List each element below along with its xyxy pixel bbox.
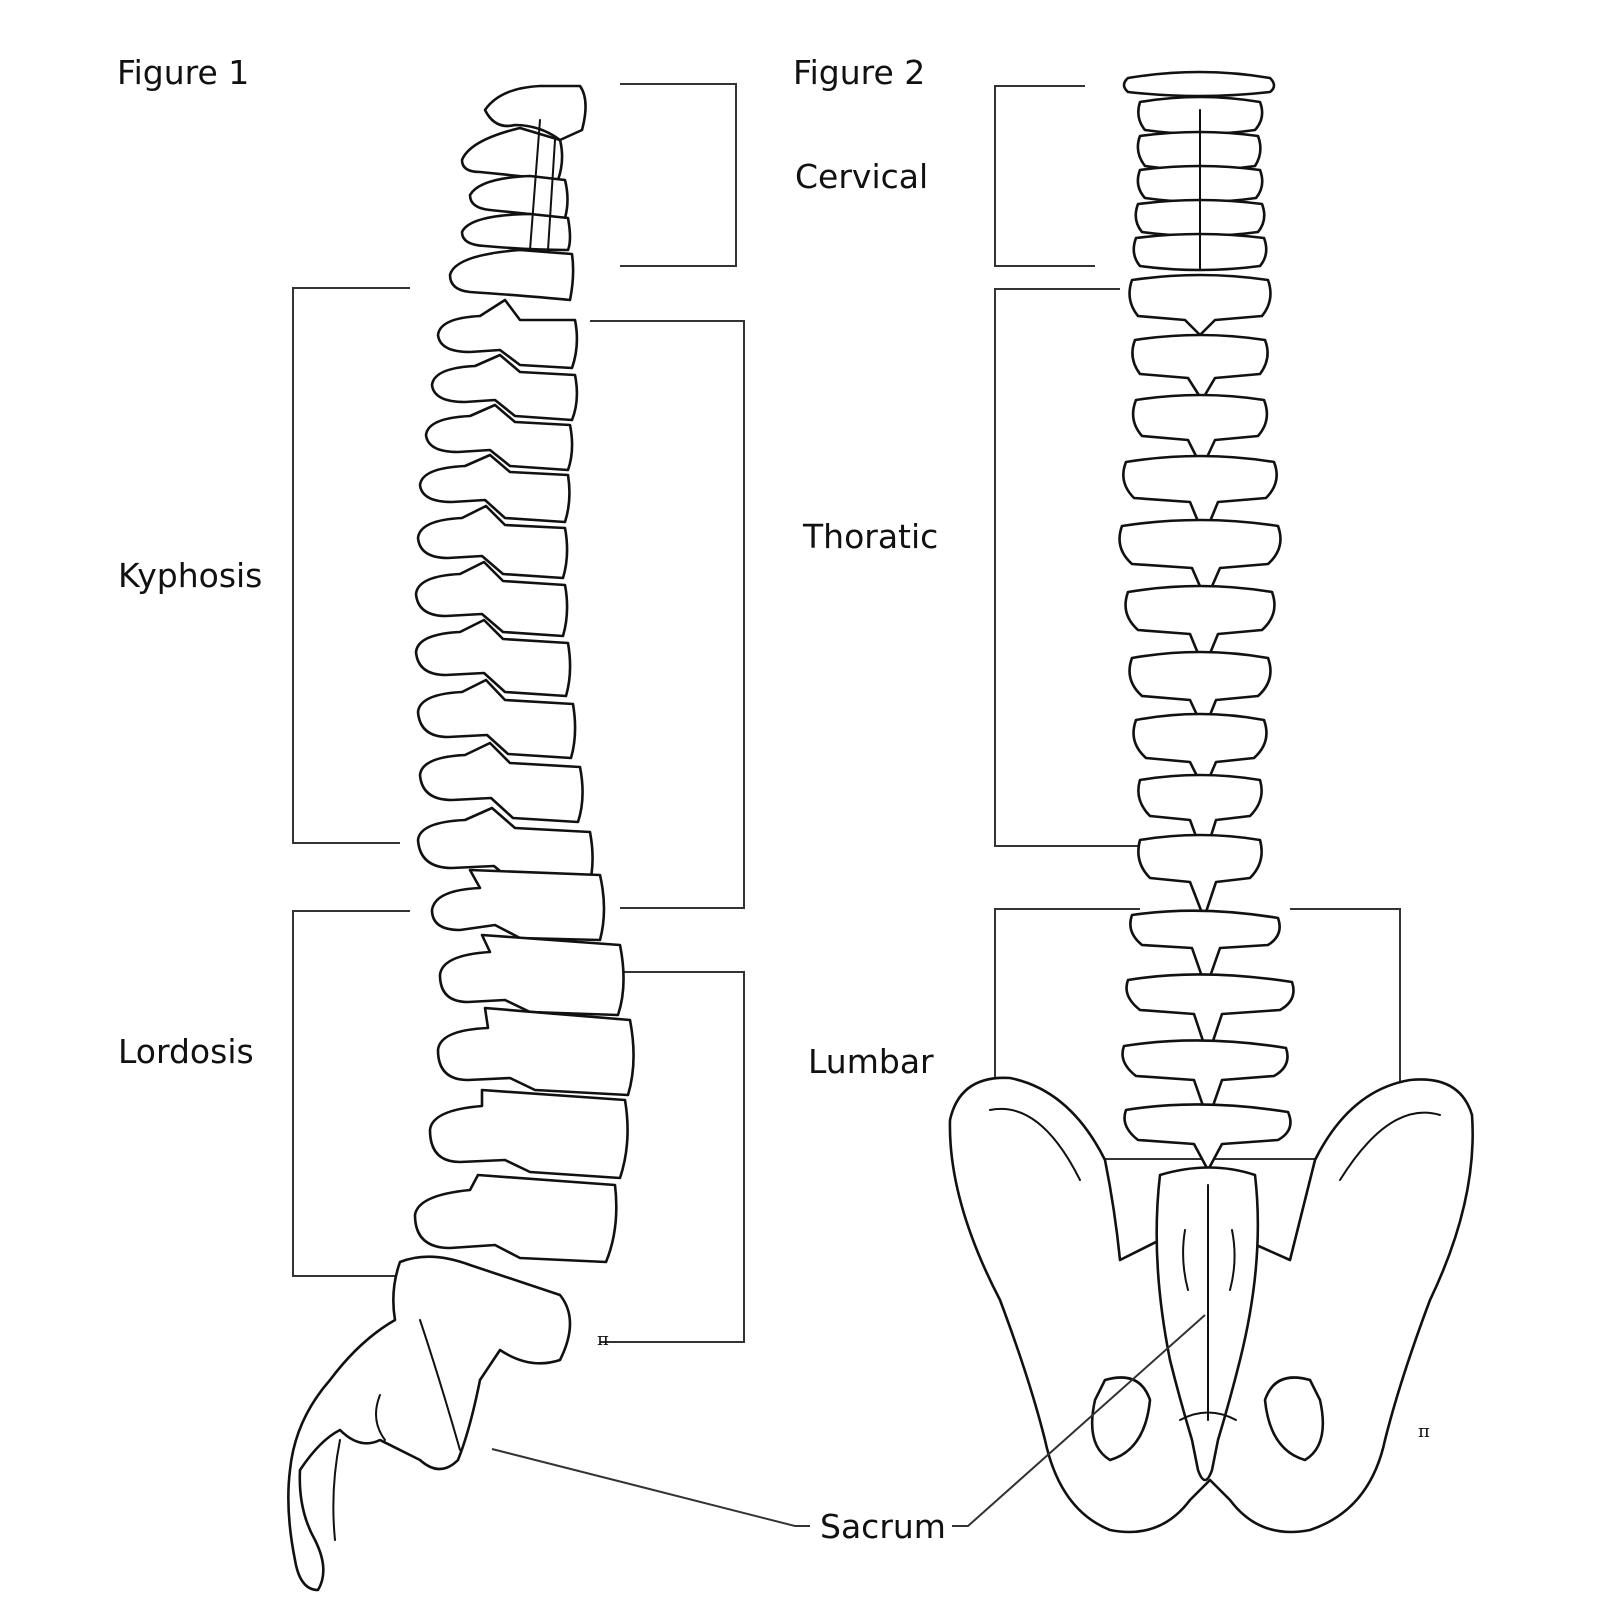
kyphosis-bracket — [292, 287, 410, 844]
signature-mark-2: π — [1418, 1421, 1430, 1442]
fig1-lumbar-vertebrae — [413, 868, 635, 1264]
sacrum-leader-right — [952, 1314, 1206, 1527]
fig1-cervical-bracket — [620, 83, 737, 267]
figure1-lateral-spine — [287, 84, 635, 1592]
fig1-thoracic-bracket — [590, 320, 745, 909]
sacrum-label: Sacrum — [820, 1507, 946, 1546]
figure2-posterior-spine — [948, 70, 1474, 1534]
fig2-lumbar-vertebrae — [1121, 909, 1295, 1172]
cervical-label: Cervical — [795, 157, 929, 196]
lordosis-bracket — [292, 910, 410, 1277]
fig2-thoracic-vertebrae — [1118, 273, 1282, 920]
figure1-brackets — [292, 83, 745, 1343]
sacrum-leader-left — [491, 1448, 810, 1527]
figure2-title: Figure 2 — [793, 53, 926, 92]
thoracic-bracket — [994, 288, 1160, 847]
figure1-title: Figure 1 — [117, 53, 250, 92]
lumbar-label: Lumbar — [808, 1042, 934, 1081]
lordosis-label: Lordosis — [118, 1032, 254, 1071]
signature-mark-1: π — [597, 1329, 609, 1350]
cervical-bracket — [994, 85, 1095, 267]
lumbar-bracket — [994, 908, 1401, 1160]
thoracic-label: Thoratic — [803, 517, 939, 556]
fig1-sacrum — [287, 1255, 572, 1592]
figure2-brackets — [994, 85, 1401, 1160]
kyphosis-label: Kyphosis — [118, 556, 263, 595]
fig1-lumbar-bracket — [600, 971, 745, 1343]
fig1-thoracic-vertebrae — [414, 298, 594, 892]
fig2-cervical-vertebrae — [1132, 95, 1268, 272]
